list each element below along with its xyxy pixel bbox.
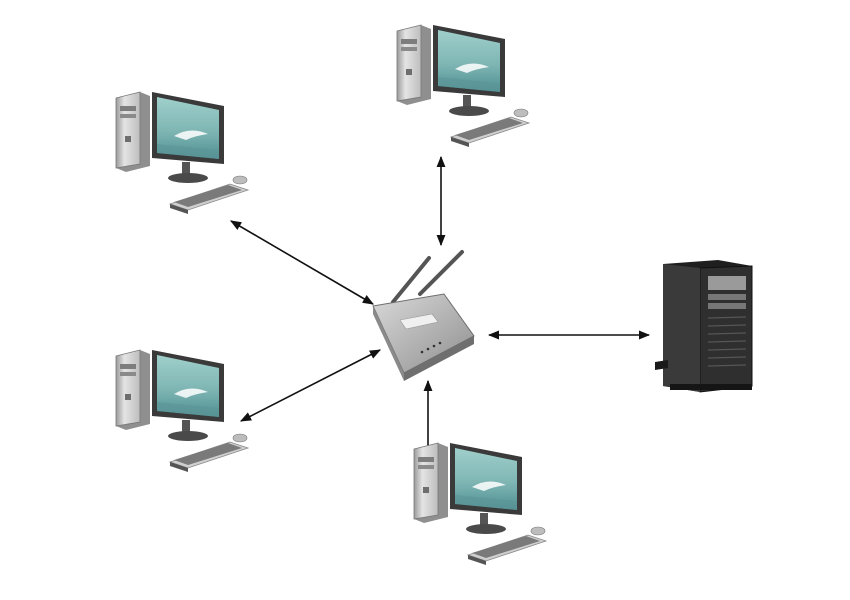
connections xyxy=(230,155,651,468)
link-hub-pc-top-left xyxy=(230,220,374,305)
tower-server-icon xyxy=(655,260,753,393)
wireless-access-point-icon xyxy=(372,250,475,381)
link-hub-pc-bottom-left xyxy=(240,349,381,422)
